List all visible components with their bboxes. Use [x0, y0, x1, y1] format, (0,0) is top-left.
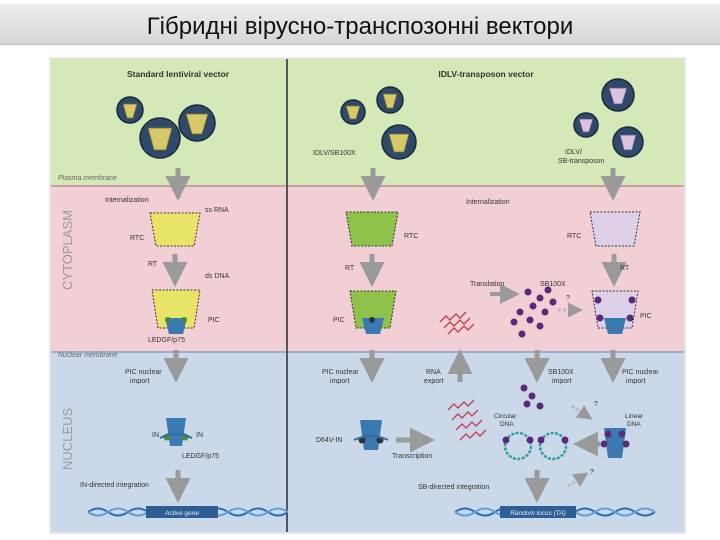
- lentiviral-virion-left: [139, 117, 181, 159]
- idlv-sb-virion-1: [340, 99, 366, 125]
- random-locus-label: Random locus (TA): [510, 510, 566, 517]
- idlv-tr-label-1: IDLV/: [565, 149, 582, 156]
- right-rtc-label-a: RTC: [404, 233, 418, 240]
- left-chromosome-dna: [87, 506, 289, 518]
- idlv-tr-virion-3: [612, 126, 644, 158]
- right-rt-label-b: RT: [620, 265, 630, 272]
- left-dsdna-label: ds DNA: [205, 273, 229, 280]
- plasma-membrane-label: Plasma membrane: [58, 175, 117, 182]
- circular-dna-1: [502, 431, 534, 461]
- left-pic-import-label-1: PIC nuclear: [125, 369, 162, 376]
- right-pic-import-label-b1: PIC nuclear: [622, 369, 659, 376]
- left-ledgf2-label: LEDGF/p75: [182, 453, 219, 460]
- left-pic-label: PIC: [208, 317, 220, 324]
- linear-dna-label-1: Linear: [625, 413, 644, 420]
- left-in-label-right: IN: [196, 432, 203, 439]
- sb100x-proteins: [510, 286, 557, 338]
- linear-dna-complex: [600, 428, 630, 458]
- nuclear-membrane-label: Nuclear membrane: [58, 352, 118, 359]
- slide-title-bar: Гібридні вірусно-транспозонні вектори: [0, 4, 720, 45]
- cytoplasm-label: CYTOPLASM: [60, 210, 75, 290]
- sb100x-import-label-1: SB100X: [548, 369, 574, 376]
- sb-integration-label: SB-directed integration: [418, 484, 489, 491]
- right-pic-complex-b: [591, 290, 639, 334]
- right-chromosome-dna: [454, 506, 656, 518]
- left-ssrna-label: ss RNA: [205, 207, 229, 214]
- left-integration-label: IN-directed integration: [80, 482, 149, 489]
- right-rt-label-a: RT: [345, 265, 355, 272]
- left-internalization-label: Internalization: [105, 197, 149, 204]
- idlv-sb-label: IDLV/SB100X: [313, 150, 356, 157]
- lentiviral-virion-large: [178, 104, 216, 142]
- right-rtc-capsid-a: [345, 211, 399, 247]
- left-rtc-capsid: [149, 212, 201, 247]
- sb100x-question-1: ?: [566, 295, 570, 302]
- right-pic-complex-a: [349, 290, 397, 334]
- sb100x-proteins-nucleus: [520, 384, 544, 410]
- right-internalization-label: Internalization: [466, 199, 510, 206]
- right-pic-import-label-b2: import: [626, 378, 646, 385]
- right-rtc-label-b: RTC: [567, 233, 581, 240]
- nucleus-question-3: ?: [590, 469, 594, 476]
- left-rtc-label: RTC: [130, 235, 144, 242]
- idlv-sb-virion-3: [381, 124, 417, 160]
- sb100x-label: SB100X: [540, 281, 566, 288]
- right-pic-import-label-a1: PIC nuclear: [322, 369, 359, 376]
- idlv-sb-virion-2: [376, 86, 404, 114]
- left-ledgf-label: LEDGF/p75: [148, 337, 185, 344]
- circular-dna-label-2: DNA: [500, 421, 514, 428]
- nucleus-unknown-arrow-1: [571, 404, 593, 420]
- slide-title: Гібридні вірусно-транспозонні вектори: [146, 13, 574, 40]
- left-pic-import-label-2: import: [130, 378, 150, 385]
- nucleus-label: NUCLEUS: [60, 408, 75, 470]
- nucleus-unknown-arrow-2: [567, 472, 589, 488]
- translation-label: Translation: [470, 281, 504, 288]
- idlv-tr-label-2: SB-transposon: [558, 158, 604, 165]
- d64v-in-complex: [353, 420, 389, 450]
- left-panel-title: Standard lentiviral vector: [127, 69, 230, 79]
- rna-export-label-2: export: [424, 378, 444, 385]
- rna-export-label-1: RNA: [426, 369, 441, 376]
- nucleus-question-2: ?: [594, 401, 598, 408]
- mrna-strands-nucleus: [447, 399, 487, 441]
- left-rt-label: RT: [148, 261, 158, 268]
- transcription-label: Transcription: [392, 453, 432, 460]
- left-integrase-complex: [159, 418, 193, 446]
- right-panel-title: IDLV-transposon vector: [438, 69, 534, 79]
- right-pic-import-label-a2: import: [330, 378, 350, 385]
- right-pic-label-b: PIC: [640, 313, 652, 320]
- idlv-tr-virion-1: [601, 78, 635, 112]
- circular-dna-2: [537, 431, 569, 461]
- left-pic-complex: [151, 289, 201, 334]
- right-rtc-capsid-b: [589, 211, 641, 247]
- d64v-in-label: D64V-IN: [316, 437, 342, 444]
- mrna-strands-cytoplasm: [439, 311, 475, 335]
- idlv-tr-virion-2: [573, 112, 599, 138]
- circular-dna-label-1: Circular: [494, 413, 517, 420]
- sb100x-import-label-2: import: [552, 378, 572, 385]
- left-active-gene-label: Active gene: [164, 510, 199, 517]
- linear-dna-label-2: DNA: [627, 421, 641, 428]
- left-in-label-left: IN: [152, 432, 159, 439]
- right-pic-label-a: PIC: [333, 317, 345, 324]
- lentiviral-virion-small: [116, 96, 144, 124]
